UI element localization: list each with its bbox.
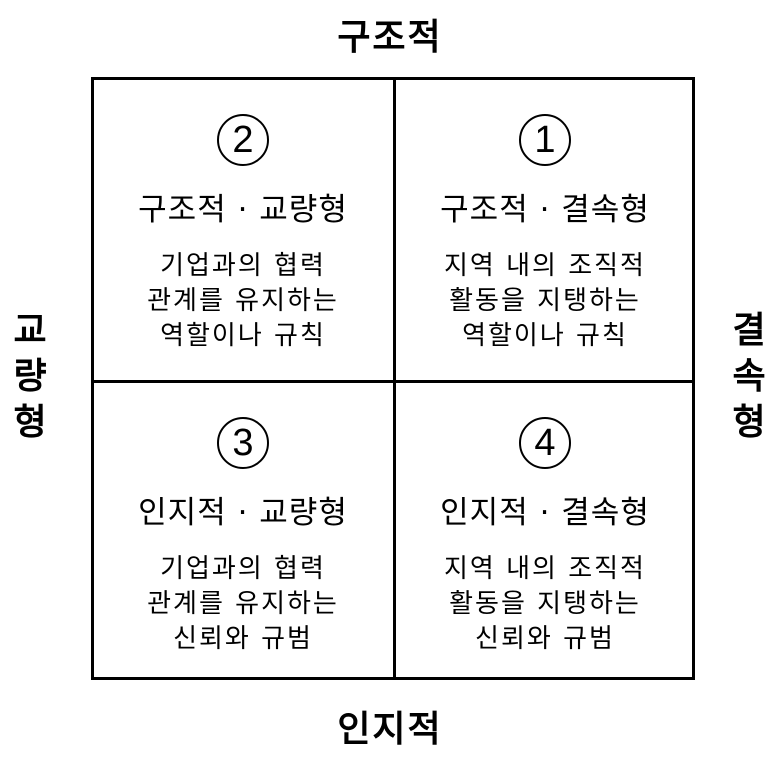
axis-label-top: 구조적: [337, 17, 443, 58]
quadrant-description: 지역 내의 조직적 활동을 지탱하는 신뢰와 규범: [444, 552, 646, 657]
axis-right-char: 형: [732, 402, 766, 443]
description-line: 활동을 지탱하는: [449, 589, 641, 619]
description-line: 기업과의 협력: [160, 251, 326, 281]
quadrant-cognitive-bonding: 4 인지적 · 결속형 지역 내의 조직적 활동을 지탱하는 신뢰와 규범: [396, 383, 694, 681]
axis-label-bottom: 인지적: [337, 709, 443, 750]
circled-number-3: 3: [217, 417, 269, 469]
description-line: 역할이나 규칙: [160, 321, 326, 351]
quadrant-description: 기업과의 협력 관계를 유지하는 역할이나 규칙: [147, 249, 339, 354]
quadrant-description: 기업과의 협력 관계를 유지하는 신뢰와 규범: [147, 552, 339, 657]
quadrant-title: 구조적 · 결속형: [440, 192, 650, 228]
axis-label-right: 결 속 형: [724, 308, 774, 446]
description-line: 지역 내의 조직적: [444, 554, 646, 584]
circled-number-4: 4: [519, 417, 571, 469]
quadrant-title: 인지적 · 결속형: [440, 495, 650, 531]
description-line: 역할이나 규칙: [462, 321, 628, 351]
description-line: 활동을 지탱하는: [449, 286, 641, 316]
circled-number-2: 2: [217, 114, 269, 166]
description-line: 관계를 유지하는: [147, 286, 339, 316]
vertical-divider: [393, 80, 396, 677]
axis-left-char: 형: [13, 402, 47, 443]
description-line: 기업과의 협력: [160, 554, 326, 584]
quadrant-title: 인지적 · 교량형: [138, 495, 348, 531]
horizontal-divider: [94, 380, 692, 383]
description-line: 신뢰와 규범: [173, 624, 313, 654]
quadrant-description: 지역 내의 조직적 활동을 지탱하는 역할이나 규칙: [444, 249, 646, 354]
quadrant-grid: 2 구조적 · 교량형 기업과의 협력 관계를 유지하는 역할이나 규칙 1 구…: [91, 77, 695, 680]
description-line: 관계를 유지하는: [147, 589, 339, 619]
axis-right-char: 결: [732, 310, 766, 351]
circled-number-1: 1: [519, 114, 571, 166]
axis-label-left: 교 량 형: [5, 308, 55, 446]
description-line: 신뢰와 규범: [475, 624, 615, 654]
axis-right-char: 속: [732, 356, 766, 397]
quadrant-structural-bridging: 2 구조적 · 교량형 기업과의 협력 관계를 유지하는 역할이나 규칙: [94, 80, 392, 378]
description-line: 지역 내의 조직적: [444, 251, 646, 281]
quadrant-title: 구조적 · 교량형: [138, 192, 348, 228]
quadrant-structural-bonding: 1 구조적 · 결속형 지역 내의 조직적 활동을 지탱하는 역할이나 규칙: [396, 80, 694, 378]
quadrant-cognitive-bridging: 3 인지적 · 교량형 기업과의 협력 관계를 유지하는 신뢰와 규범: [94, 383, 392, 681]
axis-left-char: 교: [13, 310, 47, 351]
axis-left-char: 량: [13, 356, 47, 397]
